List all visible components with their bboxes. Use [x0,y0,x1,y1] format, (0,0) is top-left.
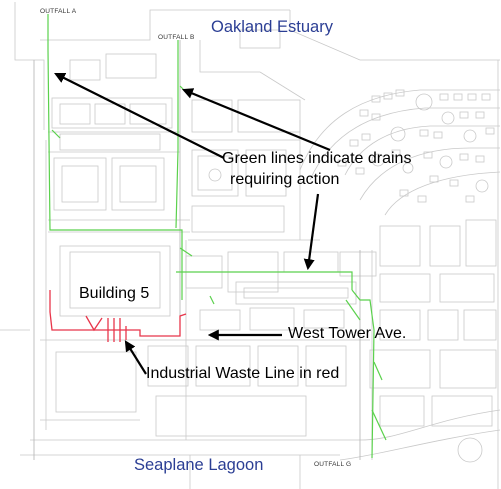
green-lines-note-line1: Green lines indicate drains [222,150,412,167]
drain-branch-5 [371,409,387,441]
arrow-to-west-tower-drain [303,193,320,271]
drain-branch-2 [209,295,215,305]
outfall-b-label: OUTFALL B [158,34,195,41]
waste-line-v [85,315,103,332]
oakland-estuary-label: Oakland Estuary [211,18,333,36]
outfall-a-label: OUTFALL A [40,8,77,15]
industrial-waste-line-red [49,290,187,342]
drain-branch-6 [51,129,61,139]
building-5-label: Building 5 [79,285,150,302]
drain-branch-1 [179,247,193,257]
arrow-to-outfall-a-drain [54,73,225,159]
outfall-g-label: OUTFALL G [314,461,352,468]
waste-line-main [49,290,187,337]
drain-branch-3 [345,299,361,321]
seaplane-lagoon-label: Seaplane Lagoon [134,456,264,474]
annotation-arrows [54,73,331,375]
drain-branch-4 [373,361,383,381]
drain-west-tower [176,271,353,290]
drain-lines-green [47,14,387,459]
west-tower-ave-label: West Tower Ave. [288,325,407,342]
drain-outfall-a [47,14,183,300]
industrial-waste-label: Industrial Waste Line in red [146,365,340,382]
drain-east [351,289,375,459]
drain-outfall-b [175,40,179,229]
arrow-to-waste-line [124,340,147,375]
green-lines-note-line2: requiring action [230,171,340,188]
arrow-to-outfall-b-drain [181,88,331,152]
